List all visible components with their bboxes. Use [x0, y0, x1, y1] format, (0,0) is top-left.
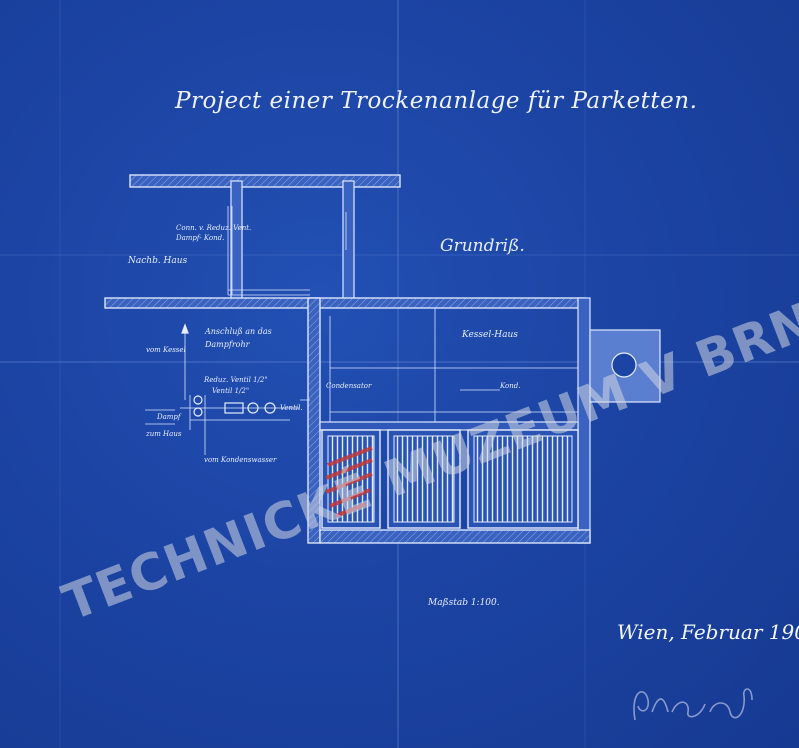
label-condensator: Condensator [326, 382, 372, 390]
plan-label: Grundriß. [440, 236, 525, 256]
label-zum-haus: zum Haus [146, 430, 182, 438]
label-kond: Kond. [500, 382, 521, 390]
label-kessel-haus: Kessel-Haus [462, 330, 518, 340]
date-label: Wien, Februar 1903. [617, 620, 799, 644]
interior-lines [145, 206, 578, 455]
label-vom-kessel: vom Kessel [146, 346, 186, 354]
red-crayon-mark [325, 446, 373, 518]
label-ventil-1: Reduz. Ventil 1/2" [204, 376, 268, 384]
scale-label: Maßstab 1:100. [428, 598, 500, 608]
label-anschluss-2: Dampfrohr [205, 340, 250, 349]
drying-chambers [321, 429, 579, 529]
label-ventil-2: Ventil 1/2" [212, 387, 250, 395]
walls [104, 174, 661, 544]
label-ventilator: Ventil. [280, 404, 303, 412]
label-kondenswasser: vom Kondenswasser [204, 456, 277, 464]
label-conn-note-1: Conn. v. Reduz. Vent. [176, 224, 252, 232]
pipe-fittings [181, 323, 276, 417]
label-nachbar-haus: Nachb. Haus [128, 256, 188, 266]
drawing-title: Project einer Trockenanlage für Parkette… [175, 88, 698, 114]
label-conn-note-2: Dampf- Kond. [176, 234, 225, 242]
signature-mark [633, 688, 753, 721]
label-anschluss-1: Anschluß an das [205, 327, 272, 336]
label-dampf: Dampf [157, 413, 181, 421]
